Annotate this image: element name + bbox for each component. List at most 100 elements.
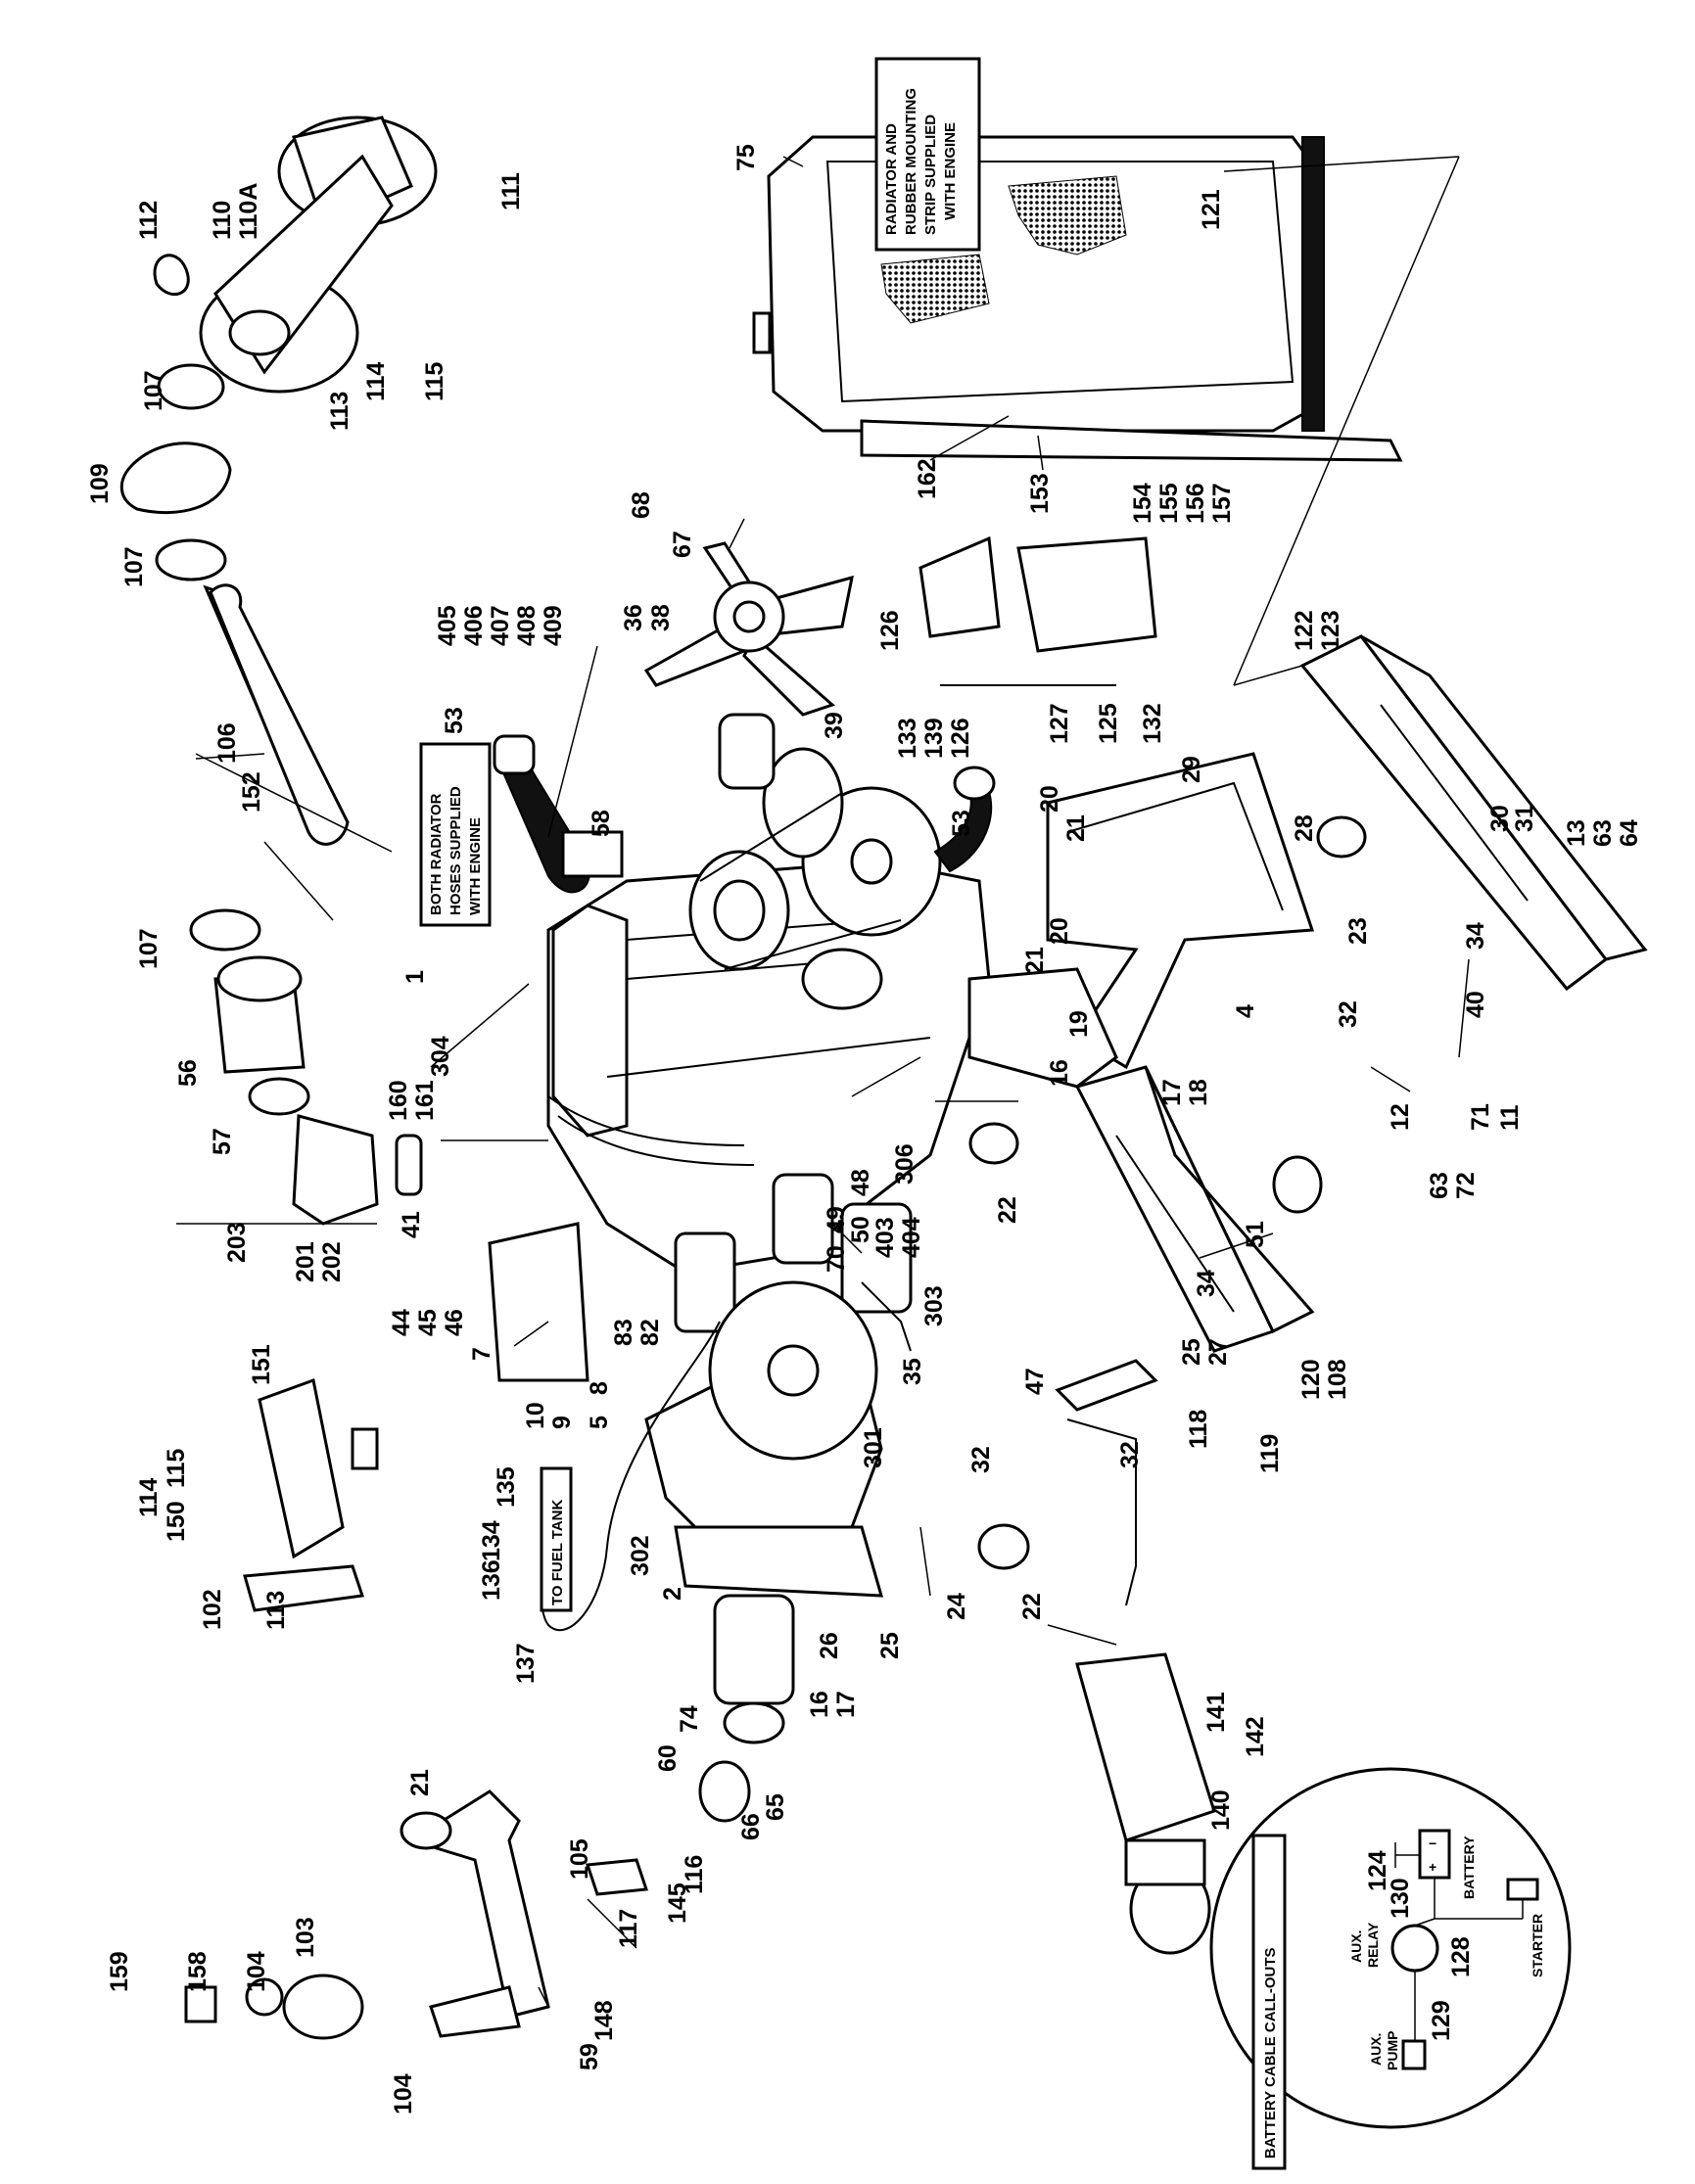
fuel-tank-note: TO FUEL TANK xyxy=(540,1466,573,1612)
callout-407: 407 xyxy=(487,605,514,646)
callout-66: 66 xyxy=(737,1813,765,1840)
radiator-note-box: RADIATOR AND RUBBER MOUNTING STRIP SUPPL… xyxy=(874,57,981,252)
callout-130: 130 xyxy=(1387,1878,1414,1919)
callout-115-b: 115 xyxy=(163,1449,190,1488)
callout-12: 12 xyxy=(1387,1103,1414,1131)
radiator-note-line-4: WITH ENGINE xyxy=(942,122,959,220)
callout-22-a: 22 xyxy=(994,1196,1021,1224)
callout-7: 7 xyxy=(468,1347,495,1361)
radiator-note-line-1: RADIATOR AND xyxy=(883,123,900,235)
aux-pump-label-2: PUMP xyxy=(1385,2031,1400,2070)
callout-20-b: 20 xyxy=(1046,917,1073,945)
starter-motor-140 xyxy=(1075,1652,1216,1955)
callout-65: 65 xyxy=(762,1793,789,1821)
battery-box xyxy=(918,535,1157,686)
callout-118: 118 xyxy=(1185,1410,1212,1449)
callout-154: 154 xyxy=(1129,483,1156,524)
callout-113-a: 113 xyxy=(326,392,353,431)
callout-20-a: 20 xyxy=(1036,785,1063,813)
hoses-note-line-2: HOSES SUPPLIED xyxy=(447,786,464,915)
callout-137: 137 xyxy=(512,1643,540,1684)
callout-152: 152 xyxy=(238,771,265,813)
callout-109: 109 xyxy=(86,463,114,504)
callout-47: 47 xyxy=(1021,1368,1049,1395)
callout-302: 302 xyxy=(627,1535,654,1576)
callout-107-b: 107 xyxy=(120,546,148,587)
callout-41: 41 xyxy=(398,1211,425,1238)
air-intake-tube xyxy=(203,583,350,846)
callout-16-b: 16 xyxy=(806,1691,833,1718)
callout-150: 150 xyxy=(163,1501,190,1542)
callout-24: 24 xyxy=(943,1593,970,1620)
flywheel-housing xyxy=(644,1280,884,1598)
callout-141: 141 xyxy=(1202,1692,1230,1733)
hoses-note-line-1: BOTH RADIATOR xyxy=(428,793,445,915)
callout-106: 106 xyxy=(213,722,241,764)
exhaust-pipe-59 xyxy=(400,1789,550,2038)
callout-136: 136 xyxy=(478,1559,505,1601)
callout-23: 23 xyxy=(1344,917,1372,945)
battery-plus: + xyxy=(1429,1859,1436,1875)
callout-202: 202 xyxy=(318,1241,346,1282)
callout-162: 162 xyxy=(914,458,941,499)
callout-26: 26 xyxy=(816,1632,843,1659)
callout-50: 50 xyxy=(847,1216,874,1243)
callout-27: 27 xyxy=(1204,1338,1232,1366)
callout-21-b: 21 xyxy=(1021,947,1049,974)
callout-21-a: 21 xyxy=(1062,814,1090,842)
callout-107-a: 107 xyxy=(140,370,167,411)
callout-40: 40 xyxy=(1462,991,1489,1018)
radiator-note-line-3: STRIP SUPPLIED xyxy=(922,115,939,235)
callout-112: 112 xyxy=(135,201,163,240)
callout-126-a: 126 xyxy=(876,610,904,651)
callout-120: 120 xyxy=(1297,1359,1325,1400)
callout-127: 127 xyxy=(1046,703,1073,744)
callout-25-a: 25 xyxy=(1178,1338,1205,1366)
callout-158: 158 xyxy=(184,1951,212,1992)
callout-9: 9 xyxy=(548,1416,576,1429)
callout-4: 4 xyxy=(1232,1004,1259,1018)
callout-107-c: 107 xyxy=(135,928,163,969)
callout-72: 72 xyxy=(1452,1172,1480,1199)
gear-plate-7 xyxy=(488,1222,589,1382)
callout-11: 11 xyxy=(1496,1104,1524,1131)
callout-103: 103 xyxy=(292,1917,319,1958)
callout-2: 2 xyxy=(659,1587,686,1601)
callout-45: 45 xyxy=(414,1309,442,1336)
callout-160: 160 xyxy=(385,1080,412,1121)
callout-122: 122 xyxy=(1291,610,1318,651)
air-cleaner xyxy=(153,116,438,394)
callout-403: 403 xyxy=(871,1217,899,1258)
air-hose-elbow xyxy=(119,363,232,581)
callout-124: 124 xyxy=(1364,1850,1391,1891)
callout-32-c: 32 xyxy=(1116,1441,1144,1468)
battery-symbol xyxy=(1418,1829,1451,1880)
battery-callouts-inset: BATTERY CABLE CALL-OUTS − + BATTERY AUX.… xyxy=(1209,1767,1572,2170)
aux-pump-label-1: AUX. xyxy=(1368,2033,1384,2066)
callout-104-a: 104 xyxy=(243,1951,270,1992)
mount-bracket-19 xyxy=(967,967,1118,1089)
callout-121: 121 xyxy=(1198,189,1225,230)
callout-34-b: 34 xyxy=(1193,1270,1220,1297)
fan xyxy=(643,518,854,790)
callout-142: 142 xyxy=(1242,1716,1269,1757)
callout-304: 304 xyxy=(427,1036,454,1077)
callout-134: 134 xyxy=(478,1520,505,1561)
aux-relay-symbol xyxy=(1390,1924,1439,1973)
bracket-102 xyxy=(243,1564,364,1612)
callout-115-a: 115 xyxy=(421,362,448,401)
callout-38: 38 xyxy=(647,604,675,631)
callout-22-b: 22 xyxy=(1018,1593,1046,1620)
callout-113-b: 113 xyxy=(262,1591,290,1630)
callout-75: 75 xyxy=(732,144,760,171)
callout-116: 116 xyxy=(681,1855,708,1894)
callout-71: 71 xyxy=(1467,1103,1494,1131)
fuel-tank-label: TO FUEL TANK xyxy=(549,1500,566,1606)
callout-201: 201 xyxy=(292,1241,319,1282)
callout-145: 145 xyxy=(664,1882,691,1924)
callout-21-c: 21 xyxy=(406,1769,434,1796)
muffler-151 xyxy=(258,1377,379,1559)
callout-32-b: 32 xyxy=(967,1446,995,1473)
callout-203: 203 xyxy=(223,1222,251,1263)
callout-117: 117 xyxy=(615,1909,642,1948)
